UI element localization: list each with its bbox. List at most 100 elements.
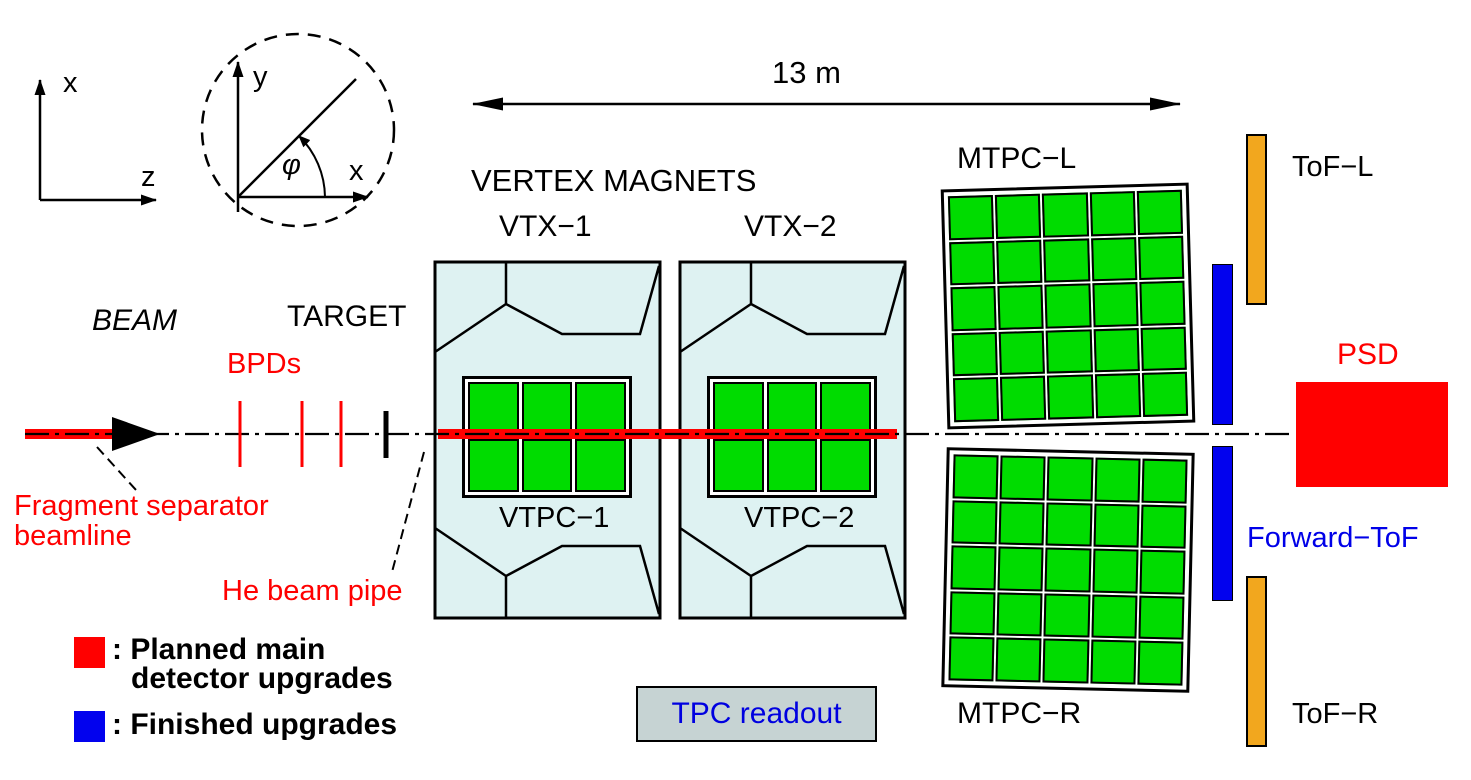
tpc-pad-cell — [949, 591, 996, 636]
legend-planned-label-line1: : Planned main — [112, 633, 326, 666]
fragment-separator-label-line1: Fragment separator — [14, 490, 269, 522]
tpc-readout-box: TPC readout — [636, 686, 877, 742]
he-beam-pipe-pointer — [391, 451, 425, 573]
vertex-magnets-label: VERTEX MAGNETS — [471, 163, 757, 198]
tpc-pad-cell — [468, 438, 519, 492]
tof-l-label: ToF−L — [1292, 151, 1374, 183]
tpc-readout-label: TPC readout — [671, 697, 842, 730]
main-axis-z-label: z — [141, 161, 156, 193]
tpc-pad-cell — [1043, 593, 1091, 638]
tpc-pad-cell — [950, 286, 997, 332]
tpc-pad-cell — [951, 331, 999, 377]
tpc-pad-cell — [1090, 236, 1138, 282]
tpc-pad-cell — [521, 382, 573, 436]
tpc-pad-cell — [1042, 638, 1090, 684]
tpc-pad-cell — [820, 438, 871, 492]
bpds-label: BPDs — [227, 348, 302, 380]
vtx1-label: VTX−1 — [499, 210, 592, 243]
tpc-pad-cell — [997, 284, 1045, 330]
tpc-pad-cell — [998, 330, 1046, 376]
tpc-pad-cell — [1090, 639, 1137, 685]
fragment-separator-pointer — [96, 446, 137, 491]
legend-finished-label: : Finished upgrades — [112, 708, 398, 741]
tpc-pad-cell — [1094, 373, 1141, 419]
beam-label: BEAM — [92, 304, 178, 337]
tpc-pad-cell — [1137, 641, 1184, 686]
tpc-pad-cell — [1140, 326, 1187, 372]
vtpc2-label: VTPC−2 — [744, 502, 855, 534]
tpc-pad-cell — [1093, 503, 1140, 548]
tpc-pad-cell — [995, 193, 1042, 239]
tpc-pad-cell — [997, 546, 1044, 592]
tpc-pad-cell — [951, 499, 998, 545]
tpc-pad-cell — [766, 438, 818, 492]
tpc-pad-cell — [1089, 191, 1136, 236]
tpc-pad-cell — [575, 438, 626, 492]
tpc-pad-cell — [820, 382, 871, 436]
main-axis-x-label: x — [63, 67, 78, 99]
tpc-pad-cell — [1094, 457, 1141, 503]
tpc-pad-cell — [1046, 329, 1093, 374]
psd-label: PSD — [1337, 338, 1399, 371]
tpc-pad-cell — [713, 382, 764, 436]
tpc-pad-cell — [1139, 280, 1186, 326]
vtx2-top-pole-outline — [679, 262, 906, 354]
tpc-pad-cell — [1043, 237, 1090, 283]
tpc-pad-cell — [998, 501, 1045, 546]
tpc-pad-cell — [950, 545, 997, 591]
tpc-pad-cell — [1091, 282, 1139, 328]
tpc-pad-cell — [575, 382, 626, 436]
mtpc-l-pad-grid — [940, 182, 1196, 430]
legend-planned-label-line2: detector upgrades — [131, 662, 393, 695]
legend-planned-swatch — [74, 637, 105, 668]
tpc-pad-cell — [948, 636, 995, 682]
tpc-pad-cell — [521, 438, 573, 492]
tof-l-bar — [1246, 134, 1267, 305]
tpc-pad-cell — [1042, 192, 1089, 238]
phi-inset-circle — [200, 32, 396, 228]
psd-box — [1296, 382, 1448, 487]
tpc-pad-cell — [1093, 327, 1140, 373]
phi-angle-arrow — [298, 135, 326, 198]
tpc-pad-cell — [1138, 595, 1185, 641]
mtpc-r-pad-grid — [941, 447, 1195, 693]
vtx2-bottom-pole-outline — [679, 526, 906, 618]
target-label: TARGET — [287, 300, 407, 333]
tpc-pad-cell — [1140, 504, 1187, 549]
tpc-pad-cell — [1044, 283, 1092, 329]
tpc-pad-cell — [995, 637, 1042, 683]
forward-tof-lower-bar — [1212, 446, 1233, 601]
tpc-pad-cell — [1046, 456, 1094, 502]
inset-axis-x-label: x — [349, 155, 364, 187]
vtx1-top-pole-outline — [434, 262, 661, 354]
tpc-pad-cell — [1045, 502, 1093, 547]
inset-axis-y-label: y — [253, 61, 268, 93]
tpc-pad-cell — [1136, 189, 1184, 235]
legend-finished-swatch — [74, 711, 105, 742]
fragment-separator-label-line2: beamline — [14, 520, 132, 552]
mtpc-l-label: MTPC−L — [957, 142, 1077, 175]
tpc-pad-cell — [1139, 549, 1186, 595]
beam-arrowhead — [112, 417, 160, 451]
vtx1-bottom-pole-outline — [434, 526, 661, 618]
tpc-pad-cell — [949, 240, 996, 286]
vtpc1-pad-grid — [462, 376, 632, 498]
tpc-pad-cell — [1092, 548, 1139, 594]
tpc-pad-cell — [947, 195, 995, 240]
vtpc2-pad-grid — [707, 376, 877, 498]
tpc-pad-cell — [1137, 235, 1185, 281]
scale-label: 13 m — [772, 55, 841, 90]
tpc-pad-cell — [996, 592, 1043, 637]
tpc-pad-cell — [952, 454, 999, 499]
mtpc-r-label: MTPC−R — [957, 697, 1082, 730]
beam-segment-left — [25, 429, 113, 439]
tpc-pad-cell — [1000, 376, 1047, 421]
he-beam-pipe-label: He beam pipe — [222, 575, 403, 607]
tpc-pad-cell — [1141, 372, 1189, 417]
tpc-pad-cell — [766, 382, 818, 436]
forward-tof-label: Forward−ToF — [1247, 522, 1419, 554]
tpc-pad-cell — [952, 377, 1000, 423]
inset-phi-label: φ — [282, 149, 301, 181]
tpc-pad-cell — [713, 438, 764, 492]
